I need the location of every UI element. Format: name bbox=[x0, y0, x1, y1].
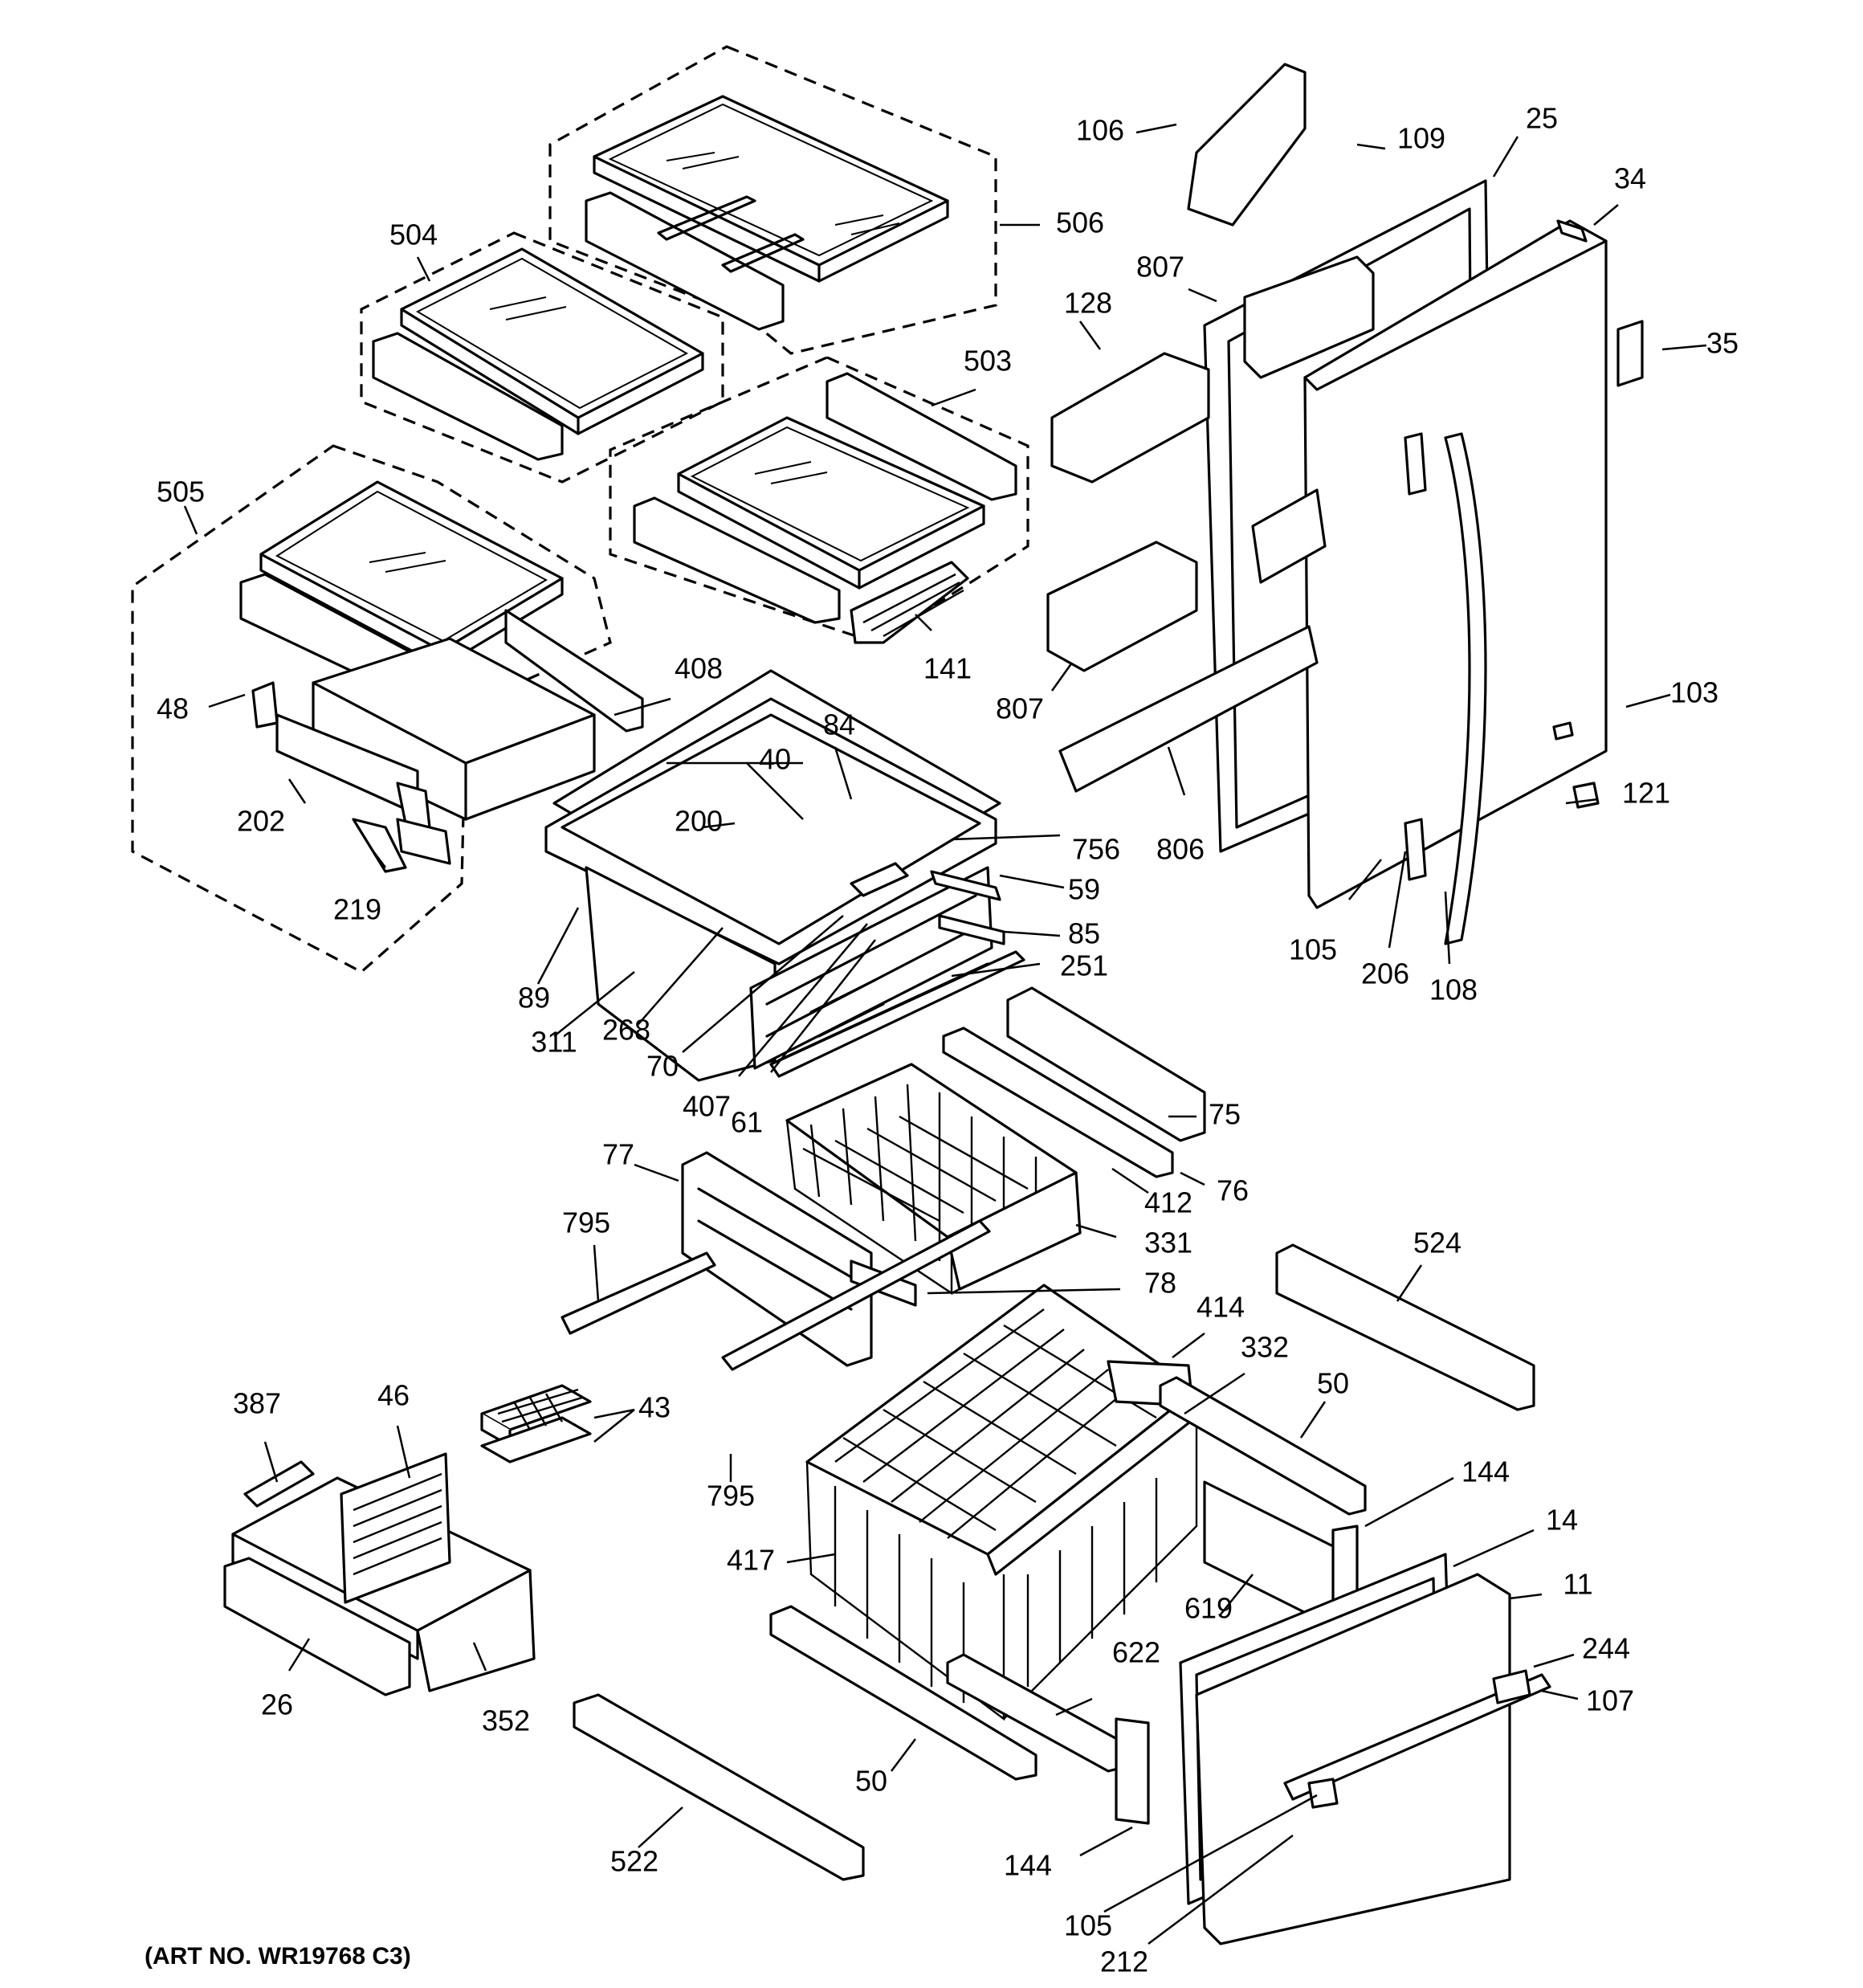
leader-lines bbox=[183, 123, 1707, 1945]
shelf-503 bbox=[633, 372, 1017, 644]
callout-50-bottom: 50 bbox=[855, 1765, 887, 1798]
callout-506: 506 bbox=[1056, 206, 1104, 239]
ice-trays-43 bbox=[480, 1384, 592, 1463]
callout-412: 412 bbox=[1144, 1186, 1192, 1219]
group-outline-503 bbox=[609, 356, 1029, 644]
callout-202: 202 bbox=[237, 805, 285, 838]
callout-504: 504 bbox=[389, 218, 438, 251]
callout-107: 107 bbox=[1586, 1684, 1634, 1717]
callout-524: 524 bbox=[1413, 1227, 1461, 1259]
callout-77: 77 bbox=[602, 1138, 634, 1171]
callout-106: 106 bbox=[1076, 114, 1124, 147]
callout-40: 40 bbox=[759, 743, 791, 776]
callout-141: 141 bbox=[923, 652, 972, 685]
callout-11: 11 bbox=[1563, 1568, 1592, 1601]
slide-76-412 bbox=[769, 950, 1206, 1178]
callout-70: 70 bbox=[646, 1050, 679, 1083]
callout-14: 14 bbox=[1546, 1504, 1578, 1537]
callout-212: 212 bbox=[1100, 1945, 1148, 1978]
callout-76: 76 bbox=[1217, 1174, 1249, 1207]
callout-75: 75 bbox=[1209, 1098, 1241, 1131]
callout-352: 352 bbox=[482, 1704, 530, 1737]
freezer-frame-77 bbox=[561, 1151, 991, 1371]
callout-206: 206 bbox=[1361, 957, 1409, 990]
callout-332: 332 bbox=[1241, 1331, 1289, 1364]
art-number-footer: (ART NO. WR19768 C3) bbox=[145, 1943, 411, 1970]
callout-105-bottom: 105 bbox=[1064, 1909, 1112, 1942]
callout-26: 26 bbox=[261, 1688, 293, 1721]
callout-144-top: 144 bbox=[1461, 1455, 1510, 1488]
callout-311: 311 bbox=[531, 1026, 577, 1059]
callout-407: 407 bbox=[683, 1090, 731, 1123]
callout-414: 414 bbox=[1196, 1291, 1245, 1324]
callout-43: 43 bbox=[638, 1391, 671, 1424]
callout-108: 108 bbox=[1429, 974, 1478, 1006]
upper-basket-331 bbox=[785, 1063, 1082, 1296]
freezer-door bbox=[1179, 1553, 1551, 1945]
callout-128: 128 bbox=[1064, 287, 1112, 320]
callout-408: 408 bbox=[675, 652, 723, 685]
callout-25: 25 bbox=[1526, 102, 1558, 135]
callout-46: 46 bbox=[377, 1379, 410, 1412]
callout-48: 48 bbox=[157, 692, 189, 725]
callout-268: 268 bbox=[602, 1014, 650, 1047]
callout-121: 121 bbox=[1622, 777, 1670, 810]
callout-50-top: 50 bbox=[1317, 1367, 1349, 1400]
callout-103: 103 bbox=[1670, 676, 1718, 709]
callout-78: 78 bbox=[1144, 1267, 1176, 1300]
callout-756: 756 bbox=[1072, 833, 1120, 866]
callout-219: 219 bbox=[333, 893, 381, 926]
callout-806: 806 bbox=[1156, 833, 1205, 866]
shelf-504 bbox=[372, 247, 704, 461]
callout-34: 34 bbox=[1614, 162, 1646, 195]
callout-503: 503 bbox=[964, 345, 1012, 378]
callout-795-top: 795 bbox=[562, 1206, 610, 1239]
door-bins bbox=[1046, 63, 1375, 793]
meat-pan-cover bbox=[544, 669, 1005, 1082]
callout-387: 387 bbox=[233, 1387, 281, 1420]
group-outline-504 bbox=[360, 231, 724, 484]
callout-89: 89 bbox=[518, 982, 550, 1014]
callout-35: 35 bbox=[1706, 327, 1739, 360]
callout-244: 244 bbox=[1582, 1632, 1630, 1665]
callout-807-top: 807 bbox=[1136, 251, 1184, 284]
shelf-506 bbox=[585, 95, 949, 331]
callout-109: 109 bbox=[1397, 122, 1445, 155]
callout-84: 84 bbox=[823, 708, 855, 741]
crisper-pan bbox=[275, 637, 596, 873]
callout-105-top: 105 bbox=[1289, 933, 1337, 966]
callout-59: 59 bbox=[1068, 873, 1100, 906]
callout-144-bottom: 144 bbox=[1004, 1849, 1052, 1882]
callout-795-bottom: 795 bbox=[707, 1480, 755, 1512]
ice-bin bbox=[223, 1452, 536, 1696]
callout-807-bottom: 807 bbox=[996, 692, 1044, 725]
callout-505: 505 bbox=[157, 476, 205, 508]
callout-331: 331 bbox=[1144, 1227, 1192, 1259]
group-outline-506 bbox=[548, 45, 997, 355]
callout-619: 619 bbox=[1184, 1592, 1233, 1625]
callout-622: 622 bbox=[1112, 1636, 1160, 1669]
callout-251: 251 bbox=[1060, 949, 1108, 982]
callout-61: 61 bbox=[731, 1106, 763, 1139]
callout-85: 85 bbox=[1068, 917, 1100, 950]
callout-200: 200 bbox=[675, 805, 723, 838]
callouts: 106 109 25 34 504 506 807 128 35 503 505… bbox=[157, 102, 1739, 1978]
callout-522: 522 bbox=[610, 1845, 658, 1878]
callout-417: 417 bbox=[727, 1544, 775, 1577]
